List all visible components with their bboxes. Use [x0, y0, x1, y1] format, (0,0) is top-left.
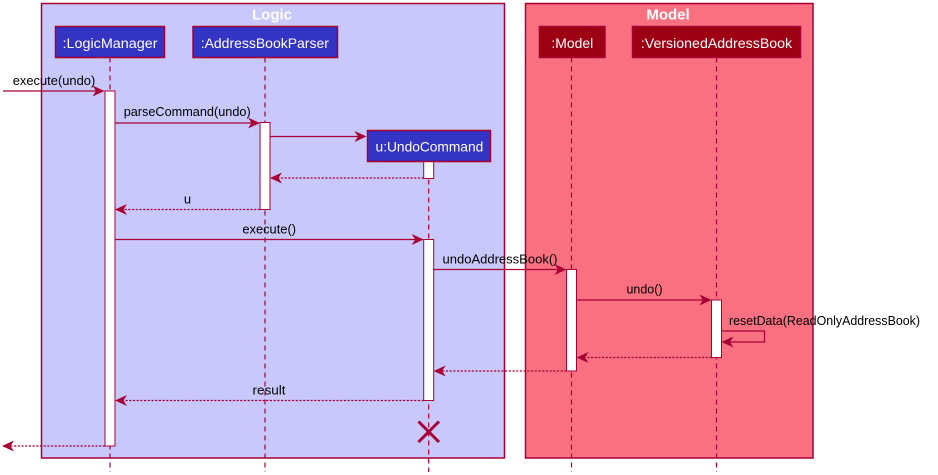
svg-text:result: result: [253, 383, 286, 398]
svg-text::AddressBookParser: :AddressBookParser: [201, 35, 330, 51]
svg-text:execute(): execute(): [242, 221, 296, 236]
svg-text:parseCommand(undo): parseCommand(undo): [124, 104, 251, 119]
svg-text:execute(undo): execute(undo): [13, 73, 96, 88]
svg-text:Model: Model: [646, 7, 689, 24]
svg-text:undoAddressBook(): undoAddressBook(): [443, 252, 558, 267]
svg-text:resetData(ReadOnlyAddressBook): resetData(ReadOnlyAddressBook): [729, 313, 920, 328]
svg-text:u:UndoCommand: u:UndoCommand: [376, 139, 484, 155]
svg-text:undo(): undo(): [627, 282, 663, 297]
svg-text::VersionedAddressBook: :VersionedAddressBook: [641, 35, 793, 51]
svg-text:u: u: [184, 192, 191, 207]
svg-text::LogicManager: :LogicManager: [63, 35, 158, 51]
svg-text:Logic: Logic: [252, 7, 292, 24]
svg-text::Model: :Model: [551, 35, 593, 51]
